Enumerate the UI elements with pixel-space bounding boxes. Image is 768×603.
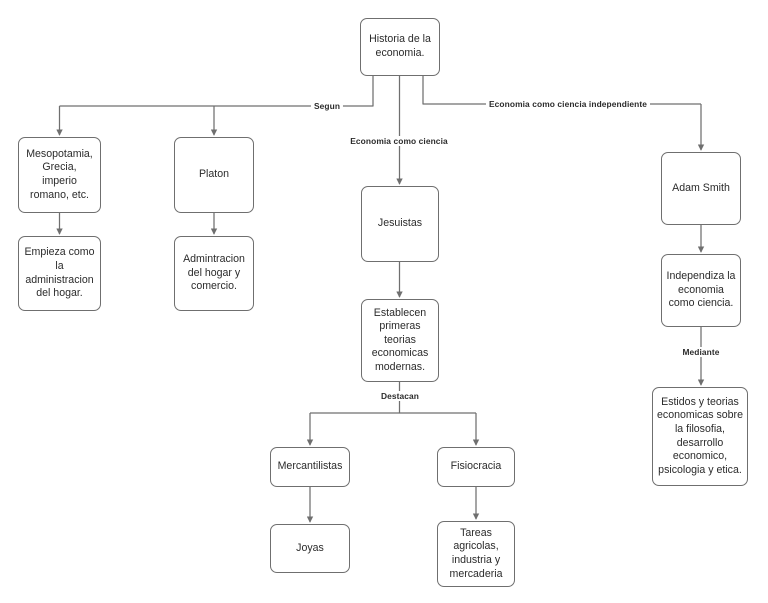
node-estidos[interactable]: Estidos y teorias economicas sobre la fi… [652, 387, 748, 486]
node-jesuistas[interactable]: Jesuistas [361, 186, 439, 262]
edge-root-to-segun-bus [59, 76, 374, 107]
edge-label-destacan: Destacan [377, 391, 423, 401]
edge-label-segun: Segun [310, 101, 344, 111]
node-platon-label: Platon [198, 168, 230, 181]
node-establecen-label: Establecen primeras teorias economicas m… [371, 306, 429, 373]
node-establecen[interactable]: Establecen primeras teorias economicas m… [361, 299, 439, 382]
node-tareas-label: Tareas agricolas, industria y mercaderia [449, 526, 503, 580]
node-mesopotamia[interactable]: Mesopotamia, Grecia, imperio romano, etc… [18, 137, 101, 213]
node-independiza-label: Independiza la economia como ciencia. [666, 270, 736, 310]
node-adam-smith-label: Adam Smith [672, 181, 730, 194]
node-estidos-label: Estidos y teorias economicas sobre la fi… [657, 395, 743, 476]
node-root[interactable]: Historia de la economia. [360, 18, 440, 76]
node-platon[interactable]: Platon [174, 137, 254, 213]
node-fisiocracia-label: Fisiocracia [450, 460, 502, 473]
edge-label-economia-como-ciencia: Economia como ciencia [347, 136, 451, 146]
node-mercantilistas[interactable]: Mercantilistas [270, 447, 350, 487]
node-tareas[interactable]: Tareas agricolas, industria y mercaderia [437, 521, 515, 587]
node-root-label: Historia de la economia. [369, 33, 431, 59]
node-adam-smith[interactable]: Adam Smith [661, 152, 741, 225]
edge-label-economia-como-ciencia-independiente: Economia como ciencia independiente [485, 99, 651, 109]
node-admintracion-label: Admintracion del hogar y comercio. [183, 253, 245, 293]
node-fisiocracia[interactable]: Fisiocracia [437, 447, 515, 487]
node-empieza-label: Empieza como la administracion del hogar… [24, 246, 95, 300]
node-empieza[interactable]: Empieza como la administracion del hogar… [18, 236, 101, 311]
node-mesopotamia-label: Mesopotamia, Grecia, imperio romano, etc… [26, 147, 93, 201]
node-joyas[interactable]: Joyas [270, 524, 350, 573]
edge-label-mediante: Mediante [679, 347, 723, 357]
node-independiza[interactable]: Independiza la economia como ciencia. [661, 254, 741, 327]
node-jesuistas-label: Jesuistas [377, 217, 423, 230]
node-admintracion[interactable]: Admintracion del hogar y comercio. [174, 236, 254, 311]
node-mercantilistas-label: Mercantilistas [277, 460, 343, 473]
node-joyas-label: Joyas [296, 541, 324, 554]
